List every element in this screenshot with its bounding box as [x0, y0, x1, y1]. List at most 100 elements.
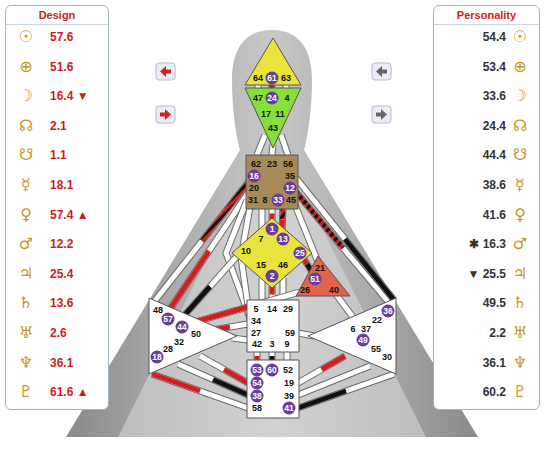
- gate-number: 23: [267, 159, 277, 169]
- gate-line-value: 38.6: [483, 177, 506, 193]
- planet-glyph: ♀: [20, 206, 32, 224]
- nav-button: [156, 106, 175, 123]
- active-gate-number: 44: [176, 321, 189, 334]
- personality-panel: Personality54.4☉53.4⊕33.6☽24.4☊44.4☋38.6…: [433, 5, 540, 410]
- planet-glyph: ♀: [514, 206, 526, 224]
- gate-number: 19: [284, 378, 294, 388]
- gate-number: 55: [371, 344, 381, 354]
- gate-number: 30: [382, 352, 392, 362]
- spleen-center: 48574450322818: [147, 296, 239, 376]
- gate-line-value: 57.6: [50, 29, 73, 45]
- planet-glyph: ♂: [19, 235, 33, 253]
- head-center: 646163: [245, 38, 301, 86]
- panel-heading: Personality: [434, 6, 539, 25]
- ajna-center: 47244171143: [245, 88, 301, 148]
- gate-line-value: 57.4 ▲: [50, 207, 89, 223]
- gate-number: 22: [372, 315, 382, 325]
- gate-line-value: 36.1: [50, 355, 73, 371]
- planet-glyph: ☊: [19, 117, 33, 135]
- gate-line-value: 12.2: [50, 236, 73, 252]
- gate-number: 17: [261, 109, 271, 119]
- gate-line-value: 60.2: [483, 384, 506, 400]
- root-center: 536052541938395841: [247, 360, 299, 418]
- gate-number: 56: [283, 159, 293, 169]
- gate-number: 45: [286, 195, 296, 205]
- planet-glyph: ⊕: [513, 58, 526, 76]
- planet-glyph: ♅: [513, 324, 527, 342]
- planet-glyph: ⊕: [19, 58, 32, 76]
- gate-line-value: 44.4: [483, 147, 506, 163]
- gate-number: 31: [248, 195, 258, 205]
- gate-number: 58: [252, 403, 262, 413]
- gate-number: 52: [283, 365, 293, 375]
- gate-number: 7: [258, 234, 263, 244]
- gate-number: 26: [300, 285, 310, 295]
- planet-glyph: ♅: [19, 324, 33, 342]
- active-gate-number: 57: [162, 313, 175, 326]
- panel-heading: Design: [6, 6, 108, 25]
- design-panel: Design☉57.6⊕51.6☽16.4 ▼☊2.1☋1.1☿18.1♀57.…: [5, 5, 109, 410]
- gate-number: 27: [251, 328, 261, 338]
- gate-line-value: 49.5: [483, 295, 506, 311]
- nav-button: [372, 63, 391, 80]
- gate-number: 15: [256, 260, 266, 270]
- gate-number: 40: [329, 285, 339, 295]
- gate-line-value: 2.2: [489, 325, 506, 341]
- gate-number: 39: [284, 391, 294, 401]
- active-gate-number: 2: [266, 270, 279, 283]
- gate-line-value: 36.1: [483, 355, 506, 371]
- active-gate-number: 18: [151, 351, 164, 364]
- planet-glyph: ♇: [513, 383, 527, 401]
- gate-line-value: 51.6: [50, 59, 73, 75]
- channel: [281, 135, 288, 155]
- sacral-center: 514293427594239: [247, 300, 299, 352]
- planet-glyph: ☉: [19, 28, 33, 46]
- planet-glyph: ☿: [21, 176, 31, 194]
- planet-glyph: ☽: [19, 87, 33, 105]
- channel: [232, 338, 248, 340]
- planet-glyph: ☽: [513, 87, 527, 105]
- gate-line-value: 24.4: [483, 118, 506, 134]
- planet-glyph: ☿: [515, 176, 525, 194]
- solar-plexus-center: 3622637495530: [306, 296, 398, 376]
- active-gate-number: 13: [277, 233, 290, 246]
- planet-glyph: ♂: [513, 235, 527, 253]
- gate-number: 42: [252, 339, 262, 349]
- gate-line-value: 16.4 ▼: [50, 88, 89, 104]
- channel: [296, 178, 394, 300]
- active-gate-number: 51: [309, 273, 322, 286]
- gate-number: 46: [278, 260, 288, 270]
- gate-number: 62: [251, 159, 261, 169]
- active-gate-number: 1: [266, 223, 279, 236]
- body-silhouette: [66, 30, 478, 437]
- gate-line-value: 53.4: [483, 59, 506, 75]
- gate-number: 3: [269, 339, 274, 349]
- g-center: 1713102515462: [232, 218, 312, 288]
- gate-line-value: 2.1: [50, 118, 67, 134]
- planet-glyph: ♃: [19, 265, 33, 283]
- gate-line-value: 13.6: [50, 295, 73, 311]
- gate-number: 63: [281, 73, 291, 83]
- active-gate-number: 38: [251, 390, 264, 403]
- gate-number: 11: [275, 109, 285, 119]
- gate-number: 9: [284, 339, 289, 349]
- gate-line-value: ▼ 25.5: [467, 266, 506, 282]
- channel: [257, 135, 265, 155]
- planet-glyph: ☋: [513, 146, 527, 164]
- gate-number: 21: [315, 263, 325, 273]
- planet-glyph: ☉: [513, 28, 527, 46]
- gate-number: 35: [285, 171, 295, 181]
- active-gate-number: 53: [251, 364, 264, 377]
- gate-line-value: 54.4: [483, 29, 506, 45]
- gate-line-value: 25.4: [50, 266, 73, 282]
- gate-line-value: 18.1: [50, 177, 73, 193]
- active-gate-number: 61: [266, 72, 279, 85]
- planet-glyph: ♆: [19, 354, 33, 372]
- gate-number: 43: [268, 123, 278, 133]
- planet-glyph: ♇: [19, 383, 33, 401]
- planet-glyph: ♄: [513, 294, 527, 312]
- active-gate-number: 25: [294, 247, 307, 260]
- gate-number: 28: [163, 344, 173, 354]
- planet-glyph: ♄: [19, 294, 33, 312]
- channel: [298, 366, 370, 395]
